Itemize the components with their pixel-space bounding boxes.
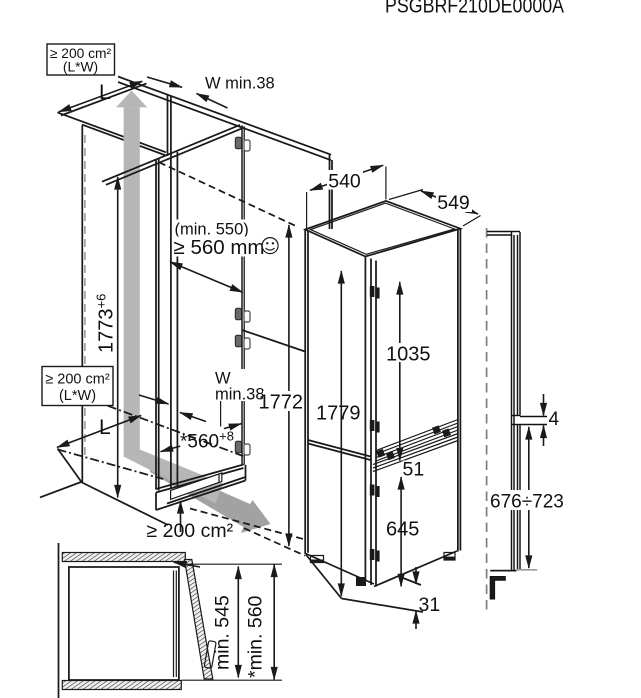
svg-text:(L*W): (L*W) (63, 60, 98, 75)
svg-text:≥ 200 cm²: ≥ 200 cm² (50, 46, 112, 61)
svg-text:*min. 560: *min. 560 (245, 595, 267, 678)
svg-text:31: 31 (419, 594, 441, 616)
svg-text:51: 51 (403, 459, 425, 481)
svg-text:4: 4 (549, 409, 560, 430)
svg-text:1773+6: 1773+6 (94, 294, 118, 353)
svg-text:≥ 200 cm²: ≥ 200 cm² (45, 372, 110, 388)
svg-text:W min.38: W min.38 (205, 75, 275, 93)
svg-text:min.38: min.38 (215, 386, 265, 404)
svg-text:PSGBRF210DE0000A: PSGBRF210DE0000A (385, 0, 565, 18)
svg-text:(min. 550): (min. 550) (175, 221, 249, 239)
svg-text:(L*W): (L*W) (59, 388, 96, 404)
svg-text:549: 549 (437, 192, 470, 214)
svg-text:L: L (99, 81, 111, 104)
svg-text:676÷723: 676÷723 (490, 492, 564, 513)
svg-text:≥ 560 mm: ≥ 560 mm (174, 236, 265, 259)
svg-text:645: 645 (386, 519, 419, 541)
svg-text:1772: 1772 (259, 392, 304, 414)
svg-text:540: 540 (328, 171, 361, 193)
svg-text:W: W (215, 370, 231, 388)
svg-text:≥ 200 cm²: ≥ 200 cm² (147, 520, 234, 542)
svg-text:L: L (99, 416, 111, 439)
svg-text:1779: 1779 (316, 403, 361, 425)
svg-text:min. 545: min. 545 (212, 595, 234, 670)
svg-text:1035: 1035 (386, 344, 431, 366)
